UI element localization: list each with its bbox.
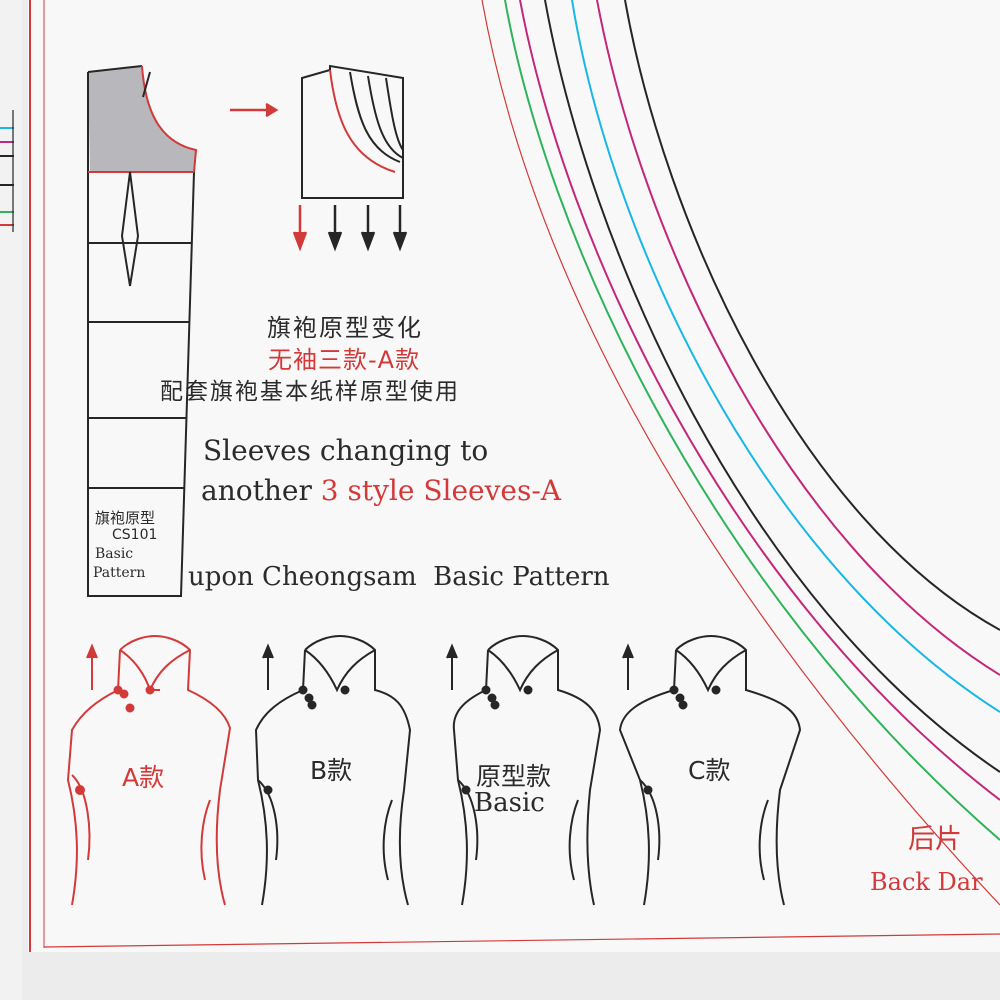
pattern-label-en1: Basic bbox=[95, 546, 134, 562]
style-b-label: B款 bbox=[310, 756, 353, 785]
pattern-label-code: CS101 bbox=[112, 527, 158, 543]
title-cn-line3: 配套旗袍基本纸样原型使用 bbox=[160, 379, 460, 405]
title-cn-line2: 无袖三款-A款 bbox=[268, 346, 421, 374]
style-basic-sub: Basic bbox=[474, 788, 545, 818]
title-en-line2-prefix: another bbox=[201, 474, 321, 507]
basic-pattern-diagram bbox=[87, 65, 198, 597]
style-figure-c bbox=[618, 634, 802, 906]
shoulder-variation-diagram bbox=[301, 64, 404, 199]
title-en-line3: upon Cheongsam Basic Pattern bbox=[188, 562, 610, 592]
style-c-label: C款 bbox=[688, 756, 731, 785]
armhole-curves bbox=[481, 0, 1000, 906]
title-cn-line1: 旗袍原型变化 bbox=[267, 314, 423, 342]
transform-arrows bbox=[230, 102, 408, 252]
back-piece-en: Back Dar bbox=[870, 868, 983, 896]
style-figure-basic bbox=[446, 634, 602, 906]
style-basic-label: 原型款 bbox=[476, 762, 552, 791]
back-piece-cn: 后片 bbox=[908, 824, 962, 855]
title-en-line1: Sleeves changing to bbox=[203, 434, 489, 467]
pattern-label-en2: Pattern bbox=[93, 565, 146, 581]
title-en-line2: another 3 style Sleeves-A bbox=[201, 474, 561, 507]
left-sheet bbox=[0, 0, 22, 1000]
pattern-label-cn: 旗袍原型 bbox=[95, 509, 156, 527]
left-strip-marks bbox=[0, 110, 14, 232]
style-figure-a bbox=[66, 634, 232, 906]
style-figure-b bbox=[254, 634, 412, 906]
style-a-label: A款 bbox=[122, 763, 165, 792]
title-en-line2-highlight: 3 style Sleeves-A bbox=[320, 474, 562, 507]
